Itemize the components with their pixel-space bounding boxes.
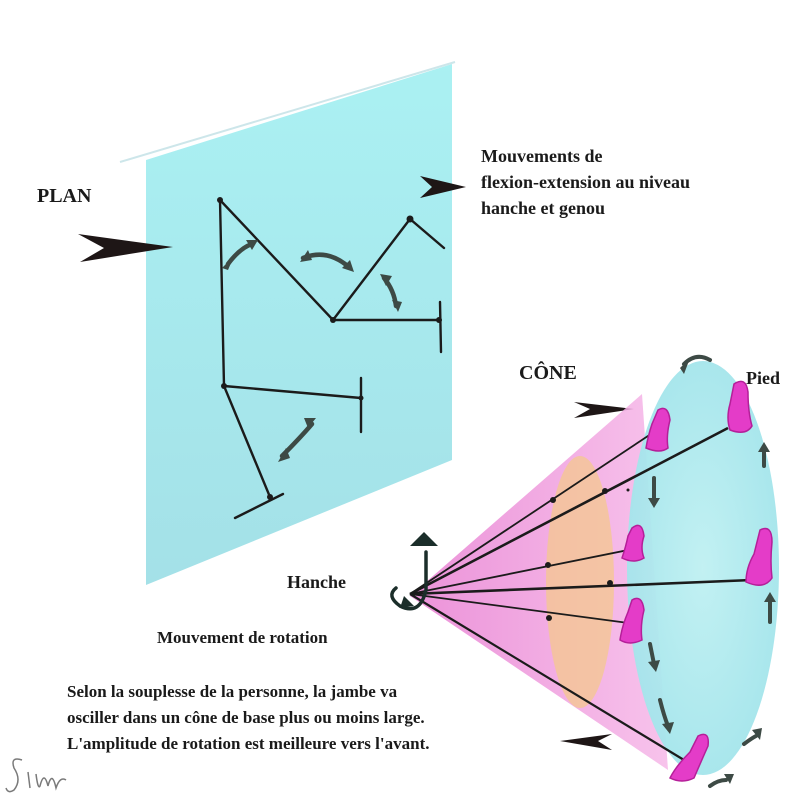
feet [619,380,773,782]
rotation-arrowheads [648,358,776,784]
plane-surface [146,64,452,585]
foot-icon [668,733,710,782]
pointer-arrow-icon [78,234,173,262]
foot-icon [619,597,645,644]
plan-description: Mouvements de flexion-extension au nivea… [481,143,690,221]
hip-rotation-arrowhead [400,596,414,608]
foot-upper [438,300,443,354]
foot-icon [621,524,645,562]
cone-base [627,361,779,775]
pointer-arrow-icon [420,176,466,198]
shin-horizontal-lower [222,384,363,400]
plane-top-edge [119,61,456,163]
ankle-joint [267,494,273,500]
knee-joint [330,317,336,323]
knee-joint [221,383,227,389]
inner-ellipse [546,456,614,708]
signature [5,758,67,793]
rotation-arrow-icon [390,532,438,611]
leg-raised [218,198,446,322]
foot-lower [233,492,285,520]
pointer-arrow-icon [78,176,634,750]
pointer-arrow-icon [574,402,634,418]
sagittal-plane [119,61,456,585]
knee-joint [436,317,442,323]
knee-joint [406,215,414,223]
hip-rotation-arrowhead [410,532,438,546]
foot-icon [745,527,773,586]
note-line: L'amplitude de rotation est meilleure ve… [67,734,430,753]
explanation-note: Selon la souplesse de la personne, la ja… [67,679,429,757]
rotation-arrow-icon [648,642,656,666]
hip-joint [217,197,223,203]
hanche-label: Hanche [287,572,347,592]
pointer-arrow-icon [560,734,612,750]
hip-rotation-arc [390,550,428,611]
ankle-joint [358,395,364,401]
joint-dots [217,197,442,500]
pied-label: Pied [746,368,780,388]
plan-description-line: hanche et genou [481,198,606,218]
arrowheads [222,240,402,462]
foot-icon [645,407,671,452]
plan-label: PLAN [37,185,92,207]
rotation-cone [410,361,779,775]
note-line: Selon la souplesse de la personne, la ja… [67,682,398,701]
cone-rays [409,426,753,761]
foot-icon [727,380,753,433]
plan-description-line: Mouvements de [481,146,603,166]
cone-body [410,394,668,770]
note-line: osciller dans un cône de base plus ou mo… [67,708,425,727]
ray-points [545,488,630,621]
rotation-arrow-icon [742,734,758,746]
rotation-label: Mouvement de rotation [157,628,328,647]
rotation-arrow-icon [708,778,728,788]
plan-description-line: flexion-extension au niveau [481,172,691,192]
cone-label: CÔNE [519,362,577,384]
